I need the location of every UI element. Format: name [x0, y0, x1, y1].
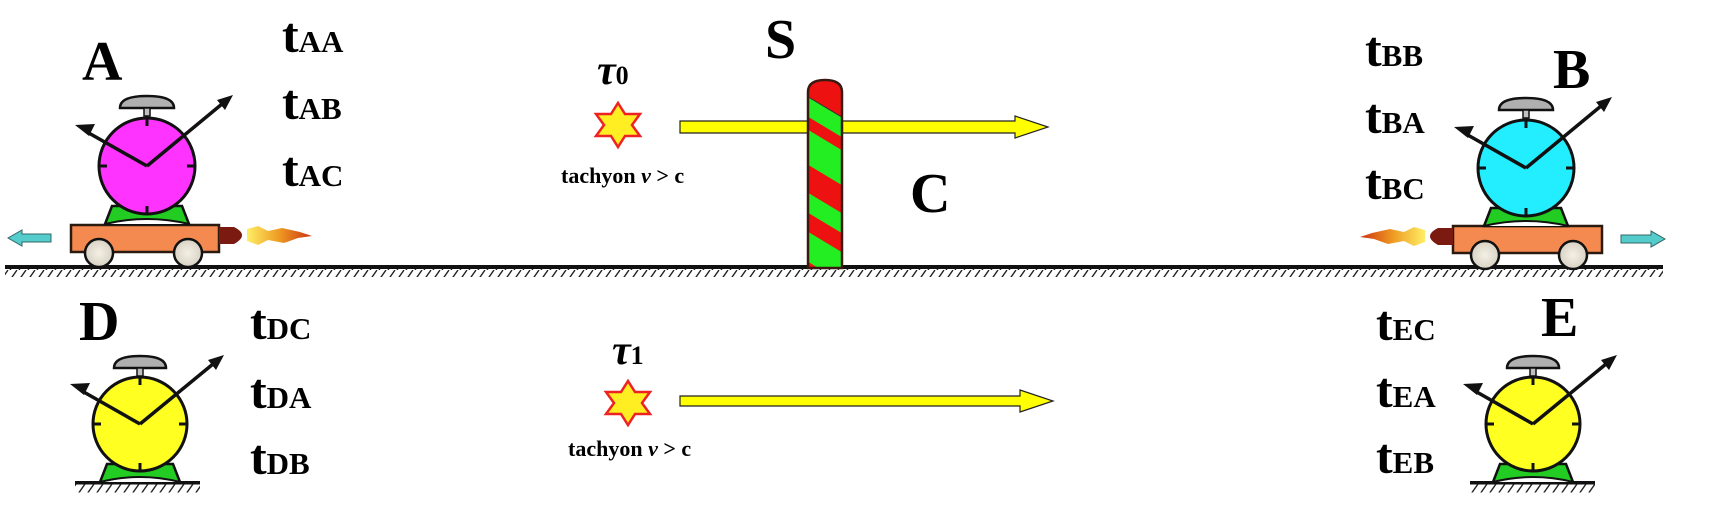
- tachyon-arrow-bottom: [679, 389, 1055, 413]
- time-label-b-bc: tBC: [1365, 154, 1425, 210]
- time-label-a-ac: tAC: [282, 141, 344, 197]
- alarm-clock-b-icon: [1454, 96, 1612, 228]
- time-label-b-bb: tBB: [1365, 21, 1424, 77]
- time-label-d-da: tDA: [250, 363, 312, 419]
- event-label-tau1: τ1: [612, 328, 644, 374]
- motion-arrow-right-icon: [1620, 230, 1667, 248]
- cart-b: [1360, 224, 1604, 271]
- alarm-clock-e-icon: [1463, 354, 1617, 493]
- time-label-e-eb: tEB: [1376, 428, 1435, 484]
- time-label-a-aa: tAA: [282, 7, 344, 63]
- time-label-e-ea: tEA: [1376, 362, 1436, 418]
- time-label-d-db: tDB: [250, 429, 310, 485]
- observer-label-e: E: [1541, 287, 1579, 349]
- pole-s: [806, 78, 844, 270]
- alarm-clock-a-icon: [75, 94, 233, 226]
- observer-label-a: A: [82, 31, 123, 93]
- time-label-d-dc: tDC: [250, 294, 312, 350]
- time-label-a-ab: tAB: [282, 74, 342, 130]
- observer-label-b: B: [1553, 39, 1591, 101]
- time-label-b-ba: tBA: [1365, 88, 1425, 144]
- tachyon-caption-top: tachyon v > c: [561, 163, 685, 188]
- alarm-clock-d-icon: [70, 354, 224, 493]
- tachyon-emission-star-top: [593, 100, 643, 150]
- time-label-e-ec: tEC: [1376, 295, 1436, 351]
- motion-arrow-left-icon: [6, 229, 52, 247]
- event-label-tau0: τ0: [597, 48, 629, 94]
- cart-a: [69, 223, 312, 269]
- tachyon-emission-star-bottom: [603, 378, 653, 428]
- observer-label-d: D: [79, 291, 120, 353]
- point-label-c: C: [910, 163, 951, 225]
- tachyon-caption-bottom: tachyon v > c: [568, 436, 692, 461]
- pole-label-s: S: [765, 9, 797, 71]
- rocket-icon: [1360, 227, 1453, 246]
- tachyon-arrow-top: [679, 115, 1050, 139]
- rocket-icon: [219, 226, 312, 245]
